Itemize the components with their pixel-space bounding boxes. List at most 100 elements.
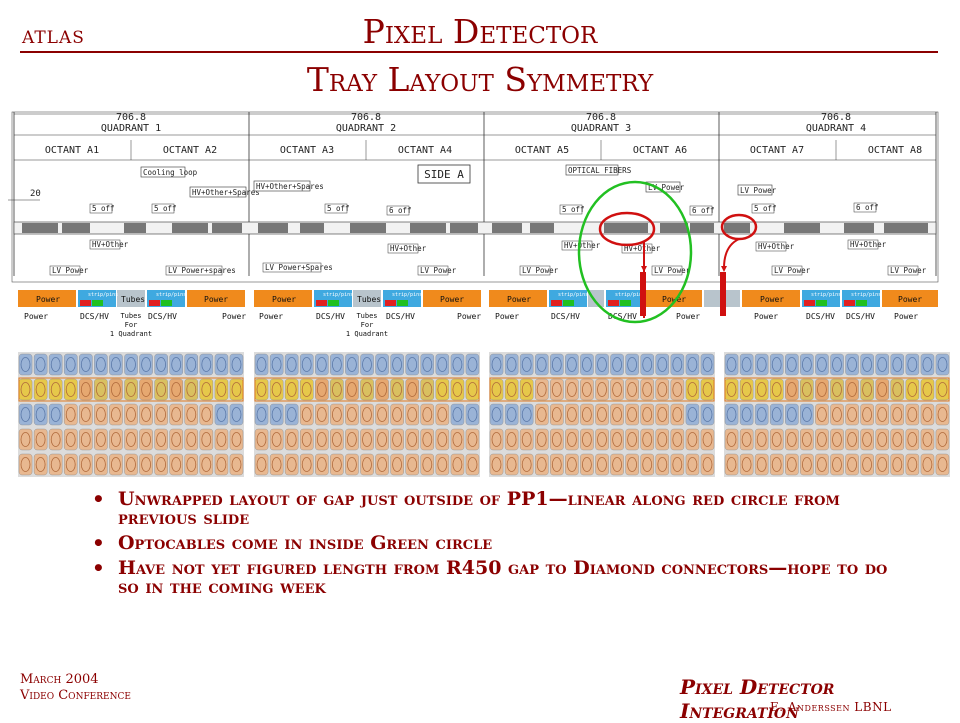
connector-cell-ring: [657, 432, 668, 447]
connector-cell-ring: [346, 457, 357, 472]
callout-five-off: 5 off: [754, 204, 777, 213]
tray-power-label: Power: [440, 295, 464, 304]
connector-cell-ring: [702, 357, 713, 372]
quadrant-name: QUADRANT 4: [806, 123, 866, 134]
connector-cell-ring: [216, 357, 227, 372]
callout-hv-other-spares: HV+Other+Spares: [192, 188, 260, 197]
connector-cell-ring: [96, 407, 106, 422]
tray-strip-label: strip/pins: [811, 292, 841, 298]
connector-cell-ring: [231, 382, 242, 397]
connector-cell-ring: [141, 407, 152, 422]
connector-cell-ring: [231, 457, 242, 472]
connector-cell-ring: [231, 357, 242, 372]
connector-cell-ring: [702, 432, 713, 447]
connector-cell-ring: [847, 407, 857, 422]
connector-cell-ring: [756, 407, 767, 422]
connector-cell-ring: [832, 382, 842, 397]
quadrant-name: QUADRANT 3: [571, 123, 631, 134]
connector-cell-ring: [771, 457, 782, 472]
connector-cell-ring: [301, 382, 312, 397]
connector-cell-ring: [126, 382, 136, 397]
connector-cell-ring: [597, 457, 607, 472]
connector-cell-ring: [726, 357, 737, 372]
octant-label: OCTANT A1: [45, 145, 99, 156]
bullet-item: Unwrapped layout of gap just outside of …: [92, 490, 912, 528]
connector-cell-ring: [407, 432, 418, 447]
callout-five-off: 5 off: [562, 205, 585, 214]
callout-lv-power: LV Power: [654, 266, 691, 275]
connector-cell-ring: [536, 432, 547, 447]
connector-cell-ring: [491, 432, 502, 447]
connector-cell-ring: [467, 432, 478, 447]
connector-cell-ring: [50, 432, 61, 447]
connector-cell-ring: [582, 382, 592, 397]
tray-tubes-label: Tubes: [121, 295, 145, 304]
connector-cell-ring: [186, 457, 197, 472]
connector-cell-ring: [141, 357, 152, 372]
connector-cell-ring: [672, 382, 683, 397]
connector-cell-ring: [642, 382, 653, 397]
connector-cell-ring: [937, 407, 948, 422]
connector-cell-ring: [847, 457, 857, 472]
connector-cell-ring: [847, 432, 857, 447]
connector-cell-ring: [437, 432, 448, 447]
connector-cell-ring: [642, 432, 653, 447]
connector-cell-ring: [271, 407, 282, 422]
connector-cell-ring: [96, 457, 106, 472]
connector-cell-ring: [50, 357, 61, 372]
connector-cell-ring: [452, 357, 463, 372]
tubes-for-quadrant-line2: For: [361, 321, 374, 329]
connector-cell-ring: [216, 382, 227, 397]
connector-cell-ring: [551, 432, 562, 447]
below-dcs-label: DCS/HV: [386, 312, 415, 321]
connector-cell-ring: [817, 407, 827, 422]
connector-cell-ring: [627, 432, 637, 447]
connector-cell-ring: [80, 457, 91, 472]
connector-cell-ring: [437, 357, 448, 372]
connector-row-outline: [489, 377, 715, 402]
connector-cell-ring: [231, 407, 242, 422]
connector-cell-ring: [506, 382, 517, 397]
connector-row-outline: [724, 377, 950, 402]
connector-cell-ring: [877, 432, 888, 447]
quadrant-name: QUADRANT 1: [101, 123, 161, 134]
connector-cell-ring: [892, 457, 903, 472]
connector-cell-ring: [536, 407, 547, 422]
connector-cell-ring: [186, 382, 197, 397]
connector-cell-ring: [687, 432, 698, 447]
connector-cell-ring: [171, 407, 182, 422]
below-power-label: Power: [222, 312, 246, 321]
connector-cell-ring: [506, 357, 517, 372]
below-dcs-label: DCS/HV: [148, 312, 177, 321]
connector-cell-ring: [521, 382, 532, 397]
connector-cell-ring: [316, 432, 327, 447]
connector-cell-ring: [491, 382, 502, 397]
atlas-label: ATLAS: [22, 28, 85, 48]
connector-cell-ring: [506, 457, 517, 472]
connector-cell-ring: [35, 357, 46, 372]
connector-cell-ring: [96, 432, 106, 447]
connector-cell-ring: [756, 357, 767, 372]
connector-cell-ring: [771, 357, 782, 372]
below-power-label: Power: [495, 312, 519, 321]
octant-label: OCTANT A5: [515, 145, 569, 156]
connector-cell-ring: [907, 432, 918, 447]
connector-cell-ring: [286, 432, 297, 447]
connector-cell-ring: [362, 432, 372, 447]
connector-cell-ring: [642, 357, 653, 372]
connector-cell-ring: [627, 382, 637, 397]
connector-cell-ring: [422, 407, 433, 422]
connector-cell-ring: [392, 357, 403, 372]
callout-lv-power-spares: LV Power+spares: [168, 266, 236, 275]
callout-cooling-loop: Cooling loop: [143, 168, 198, 177]
connector-cell-ring: [907, 357, 918, 372]
connector-cell-ring: [256, 407, 267, 422]
callout-hv-other: HV+Other: [850, 240, 887, 249]
callout-five-off: 5 off: [154, 204, 177, 213]
connector-cell-ring: [156, 407, 167, 422]
connector-cell-ring: [726, 382, 737, 397]
connector-cell-ring: [802, 432, 812, 447]
title-rule: [20, 51, 938, 53]
connector-cell-ring: [126, 407, 136, 422]
tray-layout-figure: 706.8 QUADRANT 1 706.8 QUADRANT 2 706.8 …: [8, 111, 950, 477]
